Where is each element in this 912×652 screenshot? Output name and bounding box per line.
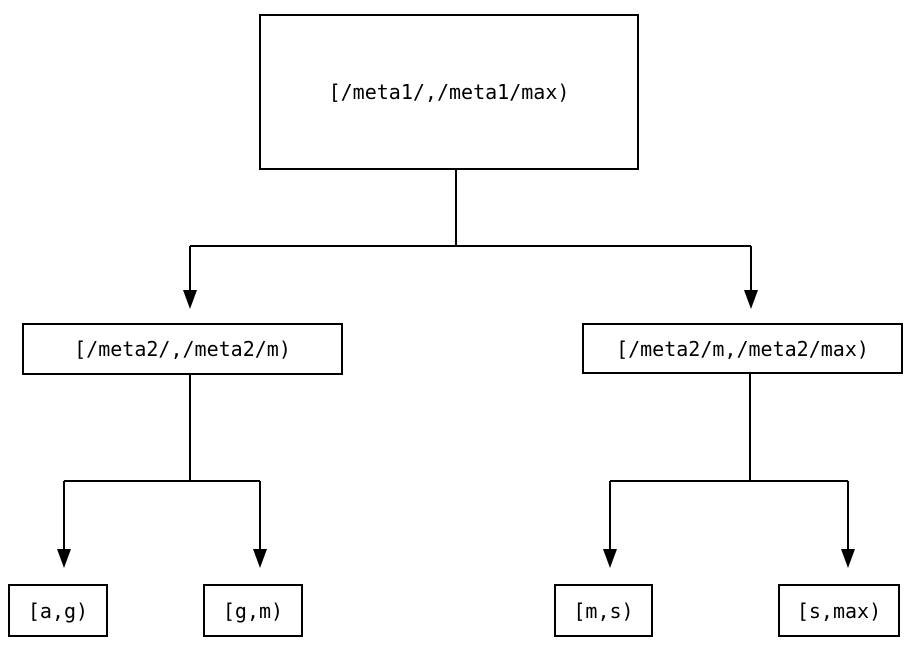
arrowhead-leaf-ms (603, 549, 617, 568)
arrowhead-leaf-ag (57, 549, 71, 568)
node-root: [/meta1/,/meta1/max) (259, 14, 639, 170)
node-meta2-lo: [/meta2/,/meta2/m) (22, 323, 343, 375)
node-leaf-ms: [m,s) (554, 584, 653, 637)
node-root-label: [/meta1/,/meta1/max) (328, 80, 570, 104)
node-meta2-hi: [/meta2/m,/meta2/max) (582, 323, 903, 374)
arrowhead-meta2-lo (183, 290, 197, 309)
node-leaf-gm: [g,m) (203, 584, 303, 637)
node-leaf-ag-label: [a,g) (27, 598, 89, 623)
node-leaf-smax: [s,max) (778, 584, 900, 637)
node-meta2-hi-label: [/meta2/m,/meta2/max) (616, 336, 869, 361)
arrowhead-meta2-hi (744, 290, 758, 309)
node-leaf-smax-label: [s,max) (796, 598, 882, 623)
arrowhead-leaf-gm (253, 549, 267, 568)
node-leaf-ms-label: [m,s) (573, 598, 634, 623)
arrowhead-leaf-smax (841, 549, 855, 568)
node-meta2-lo-label: [/meta2/,/meta2/m) (74, 337, 291, 361)
node-leaf-ag: [a,g) (8, 584, 108, 637)
node-leaf-gm-label: [g,m) (222, 598, 284, 623)
